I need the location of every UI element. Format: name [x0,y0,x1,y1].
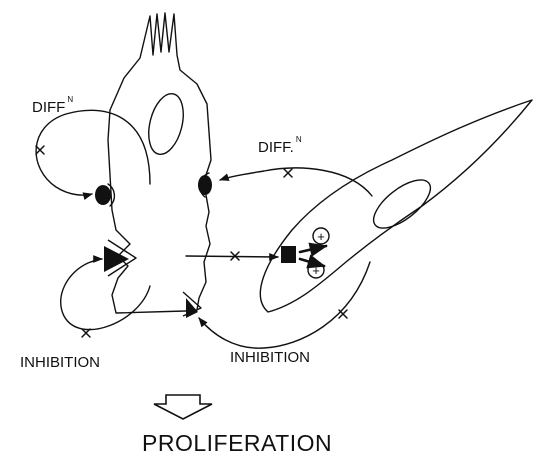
label-diff-right: DIFF.N [258,136,302,155]
label-diff-left-text: DIFF [32,99,65,116]
plus-sign-lower: + [312,263,320,278]
down-arrow-icon [154,395,212,419]
tick-mark-inhibition-left [82,329,90,337]
triangle-receptor-icon-left [104,246,129,272]
mesenchymal-nucleus [366,171,438,237]
tick-mark-diff-left [36,146,44,154]
receptor-dot-icon-right [198,175,212,195]
tick-mark-inhibition-right [339,310,347,318]
plus-sign-upper: + [317,229,325,244]
signal-arrow-epithelial-to-mesenchymal [186,256,278,257]
tick-mark-diff-right [284,169,292,177]
diff-loop-left [36,110,150,195]
epithelial-cell-outline [108,13,211,313]
epithelial-nucleus [143,90,189,158]
label-diff-right-text: DIFF. [258,139,294,156]
label-diff-left-sup: N [67,95,73,104]
mesenchymal-cell-outline [260,100,532,312]
label-proliferation: PROLIFERATION [142,432,332,455]
label-inhibition-left: INHIBITION [20,355,100,370]
receptor-dot-icon-left [95,185,111,205]
label-inhibition-right: INHIBITION [230,350,310,365]
square-receptor-icon [281,246,296,263]
triangle-receptor-icon-bottom [186,298,198,318]
stim-arrow-upper [300,246,326,252]
label-diff-right-sup: N [296,135,302,144]
inhibition-arrow-right [199,262,370,348]
